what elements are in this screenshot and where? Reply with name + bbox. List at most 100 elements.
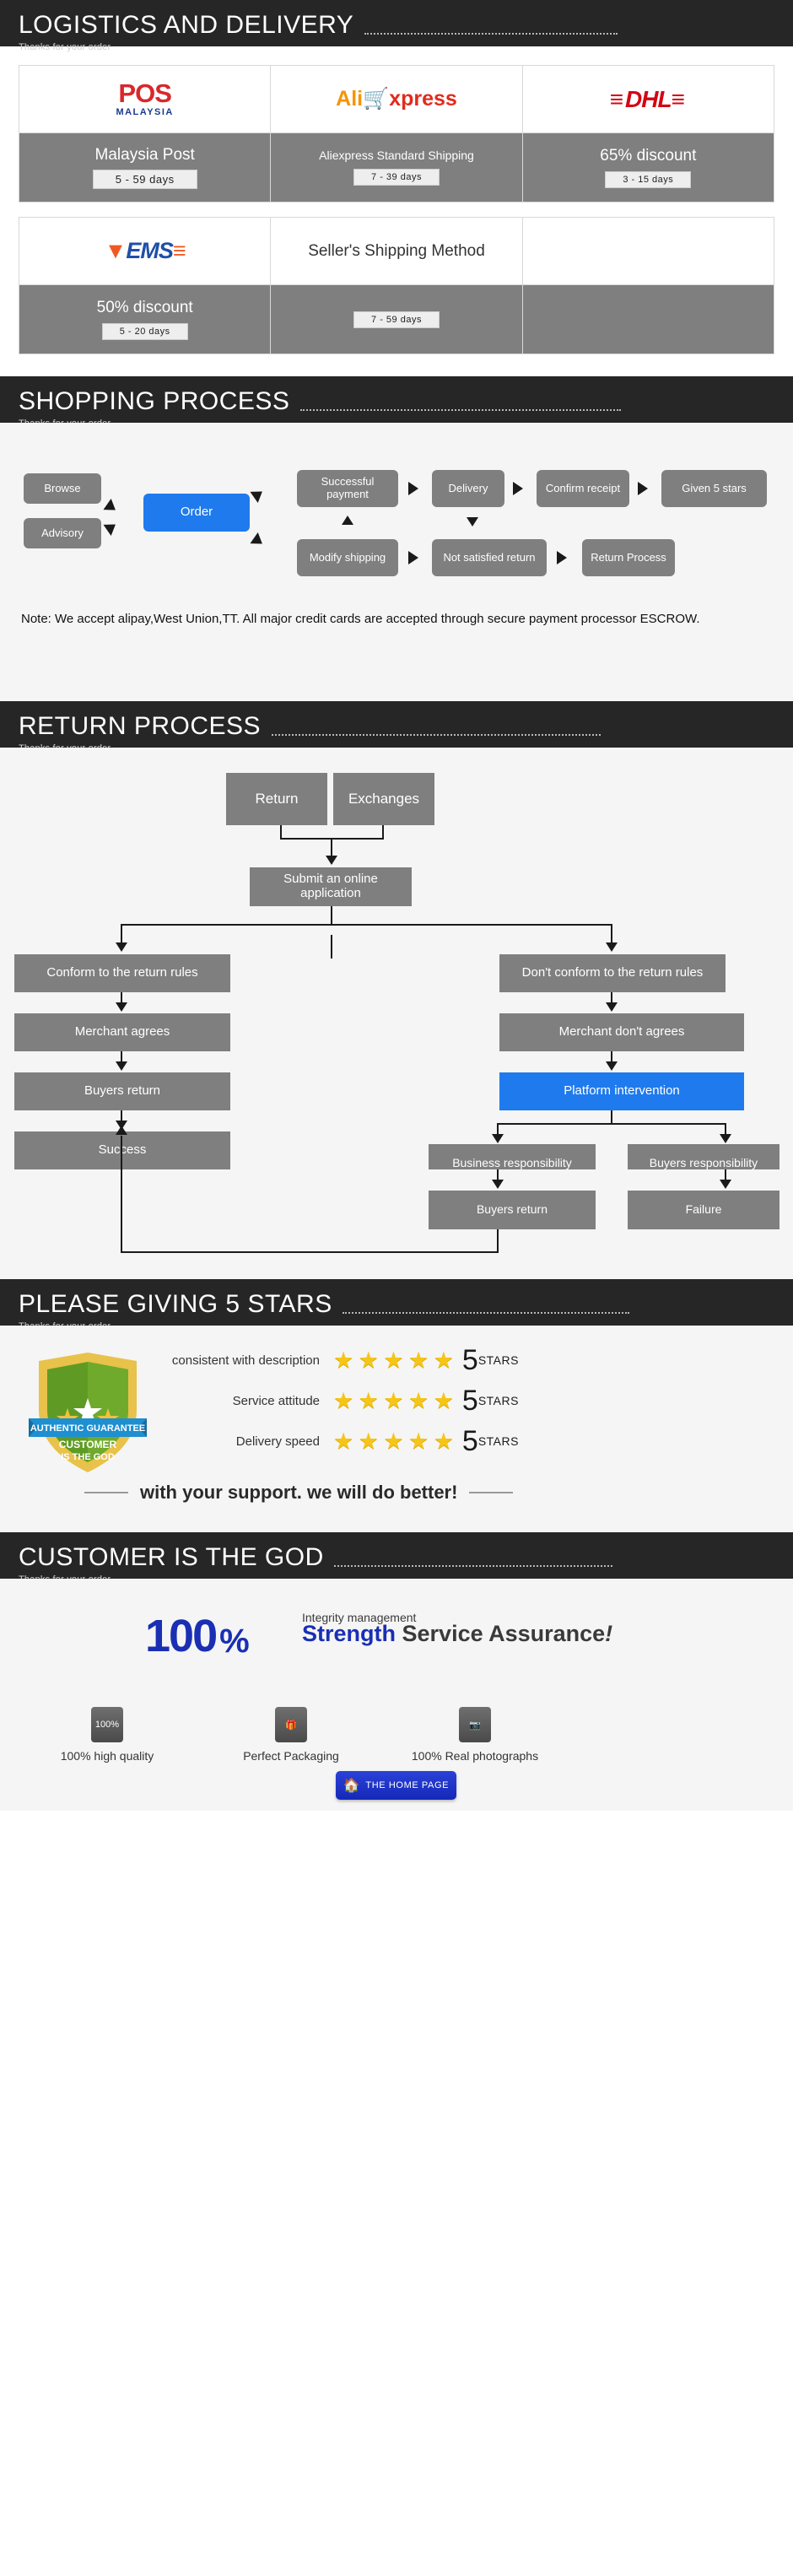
star-icon: ★ [333,1428,354,1454]
star-icon: ★ [358,1347,379,1373]
flow-node-given-5-stars[interactable]: Given 5 stars [661,470,767,507]
section-header-shopping: SHOPPING PROCESS Thanks for your order [0,376,793,429]
flow-node-label: Browse [44,481,81,494]
logo-cell-aliexpress: Ali🛒xpress [270,65,523,133]
delivery-days-chip: 5 - 20 days [101,322,188,340]
rating-value: 5 [461,1385,478,1417]
header-dotted-rule [343,1311,630,1314]
arrow-modify-up-to-success [342,516,353,525]
badge-line1: CUSTOMER [59,1439,117,1450]
return-process-flowchart-continued: Buyers return Failure [0,1126,793,1279]
line-loop-down [497,1229,499,1252]
flow-node-modify-shipping[interactable]: Modify shipping [297,539,398,576]
flow-node-buyers-return-left[interactable]: Buyers return [14,1072,230,1110]
arrow-conform-to-merchant-agrees [116,1002,127,1012]
flow-node-label: Business responsibility [452,1156,572,1170]
flow-node-conform-rules[interactable]: Conform to the return rules [14,954,230,992]
flow-node-label: Given 5 stars [682,481,747,494]
line-notconform-down [611,992,612,1007]
info-cell-malaysia-post: Malaysia Post 5 - 59 days [18,132,272,203]
method-name: 65% discount [600,147,697,165]
strength-word: Strength [302,1621,396,1646]
aliexpress-logo-icon: Ali🛒xpress [336,87,457,111]
flow-node-merchant-agrees[interactable]: Merchant agrees [14,1013,230,1051]
arrow-to-platform-intervention [606,1061,618,1071]
arrow-notconform-to-merchant-disagrees [606,1002,618,1012]
flow-node-return-process[interactable]: Return Process [582,539,675,576]
delivery-days-chip: 7 - 59 days [353,311,440,328]
gift-box-icon: 🎁 [275,1707,307,1742]
star-group: ★ ★ ★ ★ ★ [333,1428,455,1455]
pos-malaysia-logo-icon: POS MALAYSIA [116,80,173,117]
section-title: CUSTOMER IS THE GOD [19,1543,324,1571]
flow-node-return[interactable]: Return [226,773,327,825]
flow-node-exchanges[interactable]: Exchanges [333,773,434,825]
flow-node-buyers-return-right[interactable]: Buyers return [429,1191,596,1229]
arrow-modify-to-notsatisfied [408,551,418,564]
flow-node-successful-payment[interactable]: Successful payment [297,470,398,507]
table-row-spacer [19,202,774,218]
line-split-right-down [611,924,612,946]
rating-label: consistent with description [171,1353,320,1368]
flow-node-merchant-dont-agrees[interactable]: Merchant don't agrees [499,1013,744,1051]
flow-node-label: Don't conform to the return rules [521,965,704,980]
sellers-shipping-method-label: Seller's Shipping Method [308,241,485,260]
flow-node-failure[interactable]: Failure [628,1191,780,1229]
flow-node-browse[interactable]: Browse [24,473,101,504]
flow-node-delivery[interactable]: Delivery [432,470,504,507]
flow-node-label: Merchant agrees [74,1024,170,1040]
arrow-to-conform [116,942,127,952]
rating-row-delivery: Delivery speed ★ ★ ★ ★ ★ 5 STARS [152,1427,519,1455]
arrow-order-to-modify [250,532,267,549]
flow-node-platform-intervention[interactable]: Platform intervention [499,1072,744,1110]
line-buyresp-down [725,1169,726,1183]
flow-node-not-satisfied-return[interactable]: Not satisfied return [432,539,547,576]
arrow-delivery-to-confirm [513,482,523,495]
star-icon: ★ [383,1387,404,1413]
star-icon: ★ [383,1428,404,1454]
flow-node-order[interactable]: Order [143,494,250,532]
info-cell-empty [521,284,775,354]
arrow-biz-to-buyers-return [492,1180,504,1189]
payment-note: Note: We accept alipay,West Union,TT. Al… [21,612,700,626]
line-merchantdisagree-down [611,1051,612,1066]
star-icon: ★ [433,1387,454,1413]
line-return-down [280,825,282,839]
flow-node-label: Delivery [448,481,488,494]
header-dotted-rule [271,733,601,736]
flow-node-label: Buyers return [84,1083,161,1099]
exclamation-mark: ! [605,1621,613,1646]
customer-panel: 100 % Integrity management Strength Serv… [0,1579,793,1811]
flow-node-success[interactable]: Success [14,1131,230,1169]
star-icon: ★ [358,1428,379,1454]
section-header-customer: CUSTOMER IS THE GOD Thanks for your orde… [0,1532,793,1585]
table-row-logos-1: POS MALAYSIA Ali🛒xpress ≡DHL≡ [18,65,775,133]
line-loop-up [121,1136,122,1253]
home-page-button[interactable]: 🏠 THE HOME PAGE [336,1771,456,1800]
hero-100-percent: 100 % [145,1613,250,1659]
hero-line-2: Strength Service Assurance! [302,1621,612,1646]
divider-left [84,1492,128,1493]
ems-logo-icon: ▼EMS≡ [104,238,186,263]
flow-node-advisory[interactable]: Advisory [24,518,101,548]
arrow-notsatisfied-to-returnprocess [557,551,567,564]
flow-node-label: Advisory [41,526,84,539]
pos-logo-text: POS [118,78,171,108]
authentic-guarantee-badge: AUTHENTIC GUARANTEE CUSTOMER IS THE GOD [29,1349,147,1476]
support-tagline: with your support. we will do better! [84,1482,514,1504]
hero-text-block: Integrity management Strength Service As… [302,1611,612,1645]
feature-perfect-packaging: 🎁 Perfect Packaging [202,1707,380,1763]
flow-node-label: Successful payment [321,475,375,500]
flow-node-not-conform-rules[interactable]: Don't conform to the return rules [499,954,726,992]
info-cell-ems: 50% discount 5 - 20 days [18,284,272,354]
star-icon: ★ [433,1428,454,1454]
flow-node-label: Confirm receipt [545,481,621,494]
star-icon: ★ [408,1387,429,1413]
flow-node-submit-application[interactable]: Submit an online application [250,867,412,906]
star-icon: ★ [333,1387,354,1413]
flow-node-confirm-receipt[interactable]: Confirm receipt [537,470,629,507]
arrow-success-to-delivery [408,482,418,495]
arrow-merge-to-submit [326,856,337,865]
divider-right [469,1492,514,1493]
star-group: ★ ★ ★ ★ ★ [333,1347,455,1374]
